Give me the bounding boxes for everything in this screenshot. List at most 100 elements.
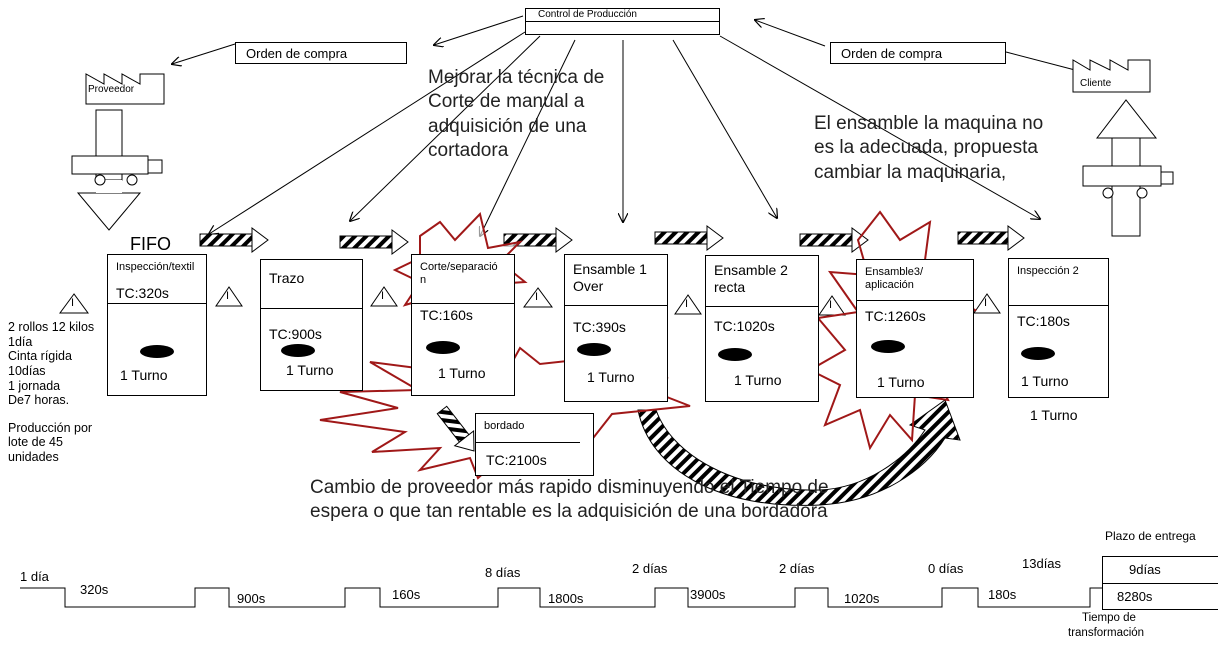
supplier-label: Proveedor	[88, 84, 135, 95]
process-name: Inspección 2	[1017, 265, 1079, 277]
total-process-time: 8280s	[1117, 589, 1153, 604]
info-line: De7 horas.	[8, 393, 70, 408]
customer-label: Cliente	[1080, 78, 1112, 89]
note-proveedor: Cambio de proveedor más rapido disminuye…	[310, 477, 829, 523]
process-divider	[1009, 305, 1108, 306]
timeline-seconds: 3900s	[690, 587, 726, 602]
transform-time-label-1: Tiempo de	[1082, 612, 1136, 624]
process-shift: 1 Turno	[587, 369, 635, 385]
process-divider	[706, 306, 818, 307]
process-divider	[412, 303, 514, 304]
inventory-label: I	[381, 290, 385, 302]
process-ensamble-3: Ensamble3/ aplicación TC:1260s 1 Turno	[856, 259, 974, 398]
customer-shipment-arrow	[1082, 99, 1174, 237]
inventory-label: I	[71, 297, 75, 309]
production-control-box: Control de Producción	[525, 8, 720, 35]
process-corte-separacion: Corte/separació n TC:160s 1 Turno	[411, 254, 515, 396]
info-line: 10días	[8, 363, 46, 378]
purchase-order-right-label: Orden de compra	[841, 46, 943, 61]
process-divider	[261, 308, 362, 309]
inventory-label: I	[984, 297, 988, 309]
supplier-info-block: 2 rollos 12 kilos 1día Cinta rígida 10dí…	[8, 320, 94, 465]
summary-divider	[1103, 583, 1218, 584]
operator-icon	[577, 343, 611, 356]
process-cycle-time: TC:180s	[1017, 313, 1070, 329]
process-cycle-time: TC:900s	[269, 326, 322, 342]
operator-icon	[281, 344, 315, 357]
process-divider	[565, 305, 667, 306]
process-cycle-time: TC:320s	[116, 285, 169, 301]
timeline-seconds: 900s	[237, 591, 266, 606]
supplier-shipment-arrow	[71, 109, 163, 231]
process-cycle-time: TC:1020s	[714, 318, 775, 334]
process-divider	[857, 300, 973, 301]
production-control-label: Control de Producción	[538, 9, 637, 20]
process-name: Ensamble 1 Over	[573, 261, 647, 294]
inventory-label: I	[226, 290, 230, 302]
process-shift: 1 Turno	[120, 367, 168, 383]
timeline-seconds: 160s	[392, 587, 421, 602]
process-name: Trazo	[269, 270, 305, 286]
info-line: lote de 45	[8, 435, 63, 450]
operator-icon	[871, 340, 905, 353]
purchase-order-left-label: Orden de compra	[246, 46, 348, 61]
process-inspeccion-2: Inspección 2 TC:180s 1 Turno	[1008, 258, 1109, 398]
note-corte: Mejorar la técnica de Corte de manual a …	[428, 67, 605, 161]
process-name: Corte/separació n	[420, 261, 498, 287]
timeline-days: 8 días	[485, 565, 521, 580]
info-line: unidades	[8, 450, 59, 464]
inventory-label: I	[535, 291, 539, 303]
control-divider	[526, 21, 719, 22]
process-ensamble-2: Ensamble 2 recta TC:1020s 1 Turno	[705, 255, 819, 402]
inventory-triangles	[59, 286, 1001, 316]
info-line: Cinta rígida	[8, 349, 72, 364]
operator-icon	[140, 345, 174, 358]
process-cycle-time: TC:160s	[420, 307, 473, 323]
lead-time-summary-box: 9días 8280s	[1102, 556, 1218, 610]
process-cycle-time: TC:1260s	[865, 308, 926, 324]
timeline-seconds: 320s	[80, 582, 109, 597]
process-divider	[476, 442, 580, 443]
timeline-seconds: 180s	[988, 587, 1017, 602]
process-ensamble-1: Ensamble 1 Over TC:390s 1 Turno	[564, 254, 668, 402]
process-name: Ensamble3/ aplicación	[865, 266, 924, 292]
timeline-seconds: 1020s	[844, 591, 880, 606]
process-shift: 1 Turno	[734, 372, 782, 388]
process-name: Ensamble 2 recta	[714, 262, 788, 295]
timeline-days: 1 día	[20, 569, 49, 584]
operator-icon	[1021, 347, 1055, 360]
info-line: 2 rollos 12 kilos	[8, 320, 95, 334]
total-lead-time: 9días	[1129, 562, 1161, 577]
timeline-days: 0 días	[928, 561, 964, 576]
info-line: 1 jornada	[8, 378, 61, 393]
process-trazo: Trazo TC:900s 1 Turno	[260, 259, 363, 391]
process-name: bordado	[484, 420, 525, 432]
supplier-factory-icon	[85, 73, 165, 105]
lead-time-label: Plazo de entrega	[1105, 529, 1196, 543]
timeline-seconds: 1800s	[548, 591, 584, 606]
process-shift: 1 Turno	[877, 374, 925, 390]
process-name: Inspección/textil	[116, 261, 195, 273]
process-cycle-time: TC:390s	[573, 319, 626, 335]
process-shift: 1 Turno	[1021, 373, 1069, 389]
operator-icon	[718, 348, 752, 361]
timeline-days: 2 días	[632, 561, 668, 576]
process-divider	[108, 303, 206, 304]
purchase-order-left: Orden de compra	[235, 42, 407, 64]
timeline-days: 13días	[1022, 556, 1062, 571]
process-inspeccion-textil: Inspección/textil TC:320s 1 Turno	[107, 254, 207, 396]
transform-time-label-2: transformación	[1068, 627, 1145, 639]
note-ensamble: El ensamble la maquina no es la adecuada…	[814, 113, 1044, 183]
fifo-label: FIFO	[130, 234, 171, 254]
info-line: Producción por	[8, 420, 93, 435]
timeline-line	[20, 587, 1102, 608]
inventory-label: I	[685, 298, 689, 310]
timeline-days: 2 días	[779, 561, 815, 576]
info-line: 1día	[8, 334, 33, 349]
purchase-order-right: Orden de compra	[830, 42, 1006, 64]
process-shift: 1 Turno	[286, 362, 334, 378]
inventory-label: I	[829, 299, 833, 311]
operator-icon	[426, 341, 460, 354]
